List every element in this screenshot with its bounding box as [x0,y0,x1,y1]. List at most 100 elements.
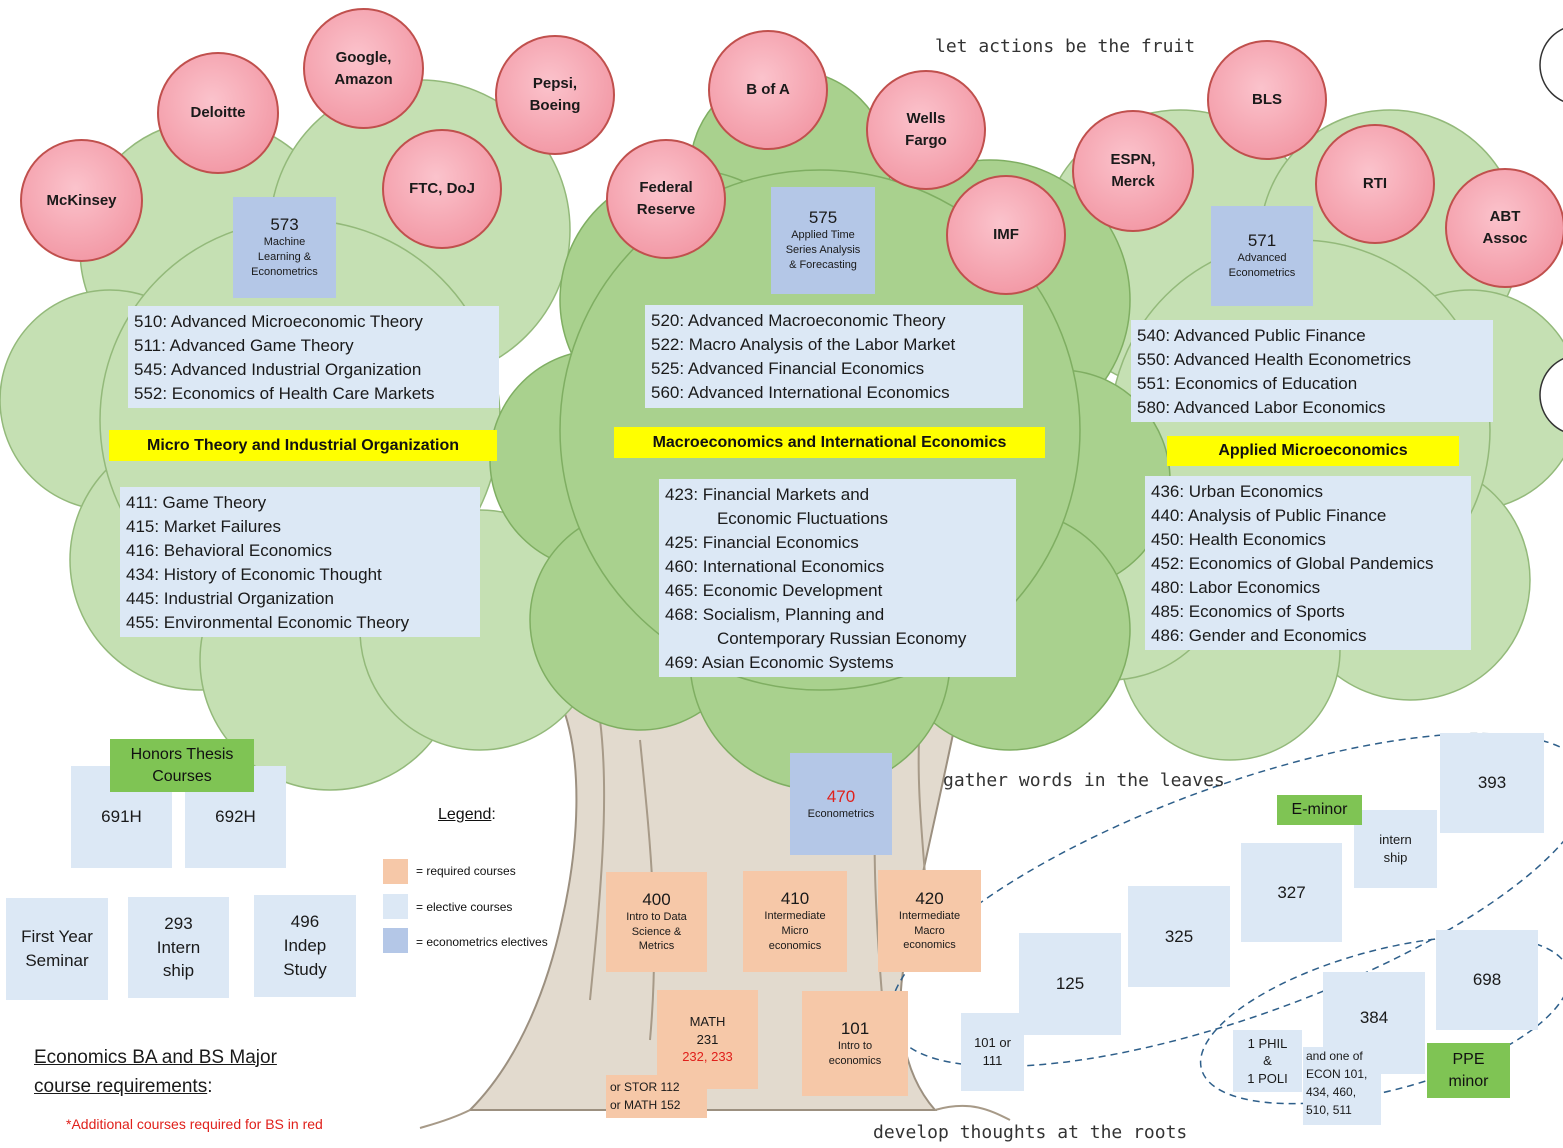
legend-colon: : [491,806,496,823]
tagline-middle: gather words in the leaves [943,770,1225,791]
course-393[interactable]: 393 [1440,733,1544,833]
course-item[interactable]: 520: Advanced Macroeconomic Theory [651,311,946,330]
course-item[interactable]: 580: Advanced Labor Economics [1137,398,1386,417]
course-item[interactable]: 551: Economics of Education [1137,374,1358,393]
course-item[interactable]: 510: Advanced Microeconomic Theory [134,312,423,331]
course-item[interactable]: 545: Advanced Industrial Organization [134,360,422,379]
fruit-employer: McKinsey [20,139,143,262]
course-item[interactable]: 452: Economics of Global Pandemics [1151,554,1434,573]
eminor-label: E-minor [1277,795,1362,825]
course-item[interactable]: 522: Macro Analysis of the Labor Market [651,335,956,354]
fruit-employer: IMF [946,175,1066,295]
course-470[interactable]: 470 Econometrics [790,753,892,855]
course-item[interactable]: 425: Financial Economics [665,533,859,552]
course-item[interactable]: 486: Gender and Economics [1151,626,1367,645]
ppe-phil-poli[interactable]: 1 PHIL & 1 POLI [1233,1030,1302,1092]
course-item[interactable]: 445: Industrial Organization [126,589,334,608]
course-title: Advanced Econometrics [1228,252,1296,279]
micro-grad-list: 510: Advanced Microeconomic Theory 511: … [128,306,499,408]
course-293[interactable]: 293 Intern ship [128,897,229,998]
course-698[interactable]: 698 [1436,930,1538,1030]
course-item[interactable]: 511: Advanced Game Theory [134,336,354,355]
course-item[interactable]: 468: Socialism, Planning and [665,605,885,624]
fruit-employer: Deloitte [157,52,279,174]
course-item[interactable]: 480: Labor Economics [1151,578,1321,597]
edge-circle [1539,357,1563,433]
course-number: 575 [808,208,838,228]
course-label: 325 [1164,926,1194,946]
course-item[interactable]: 411: Game Theory [126,493,267,512]
fruit-employer: RTI [1315,124,1435,244]
course-101-or-111[interactable]: 101 or 111 [961,1013,1024,1091]
course-item[interactable]: 415: Market Failures [126,517,281,536]
course-item[interactable]: 469: Asian Economic Systems [665,653,894,672]
course-item[interactable]: 465: Economic Development [665,581,883,600]
course-410[interactable]: 410 Intermediate Micro economics [743,871,847,972]
course-item[interactable]: 436: Urban Economics [1151,482,1323,501]
applied-header: Applied Microeconomics [1167,436,1459,466]
requirements-title-line2: course requirements [34,1076,208,1097]
course-384[interactable]: 384 [1323,972,1425,1074]
course-label: intern ship [1379,832,1412,865]
course-internship[interactable]: intern ship [1354,810,1437,888]
ppe-label: PPE minor [1427,1043,1510,1098]
course-325[interactable]: 325 [1128,886,1230,987]
course-title: Econometrics [807,807,875,820]
course-number: 101 [840,1018,870,1038]
course-item[interactable]: 550: Advanced Health Econometrics [1137,350,1412,369]
course-label: 393 [1477,773,1507,793]
course-item[interactable]: 540: Advanced Public Finance [1137,326,1366,345]
course-573[interactable]: 573 Machine Learning & Econometrics [233,197,336,298]
legend-swatch-required [383,859,408,884]
course-label: 125 [1055,974,1085,994]
legend: Legend: = required courses = elective co… [383,806,583,956]
fruit-employer: B of A [708,30,828,150]
course-101[interactable]: 101 Intro to economics [802,991,908,1096]
course-number: 692H [215,807,256,827]
legend-label-elective: = elective courses [416,900,513,914]
course-400[interactable]: 400 Intro to Data Science & Metrics [606,872,707,972]
course-first-year-seminar[interactable]: First Year Seminar [6,898,108,1000]
course-item[interactable]: 416: Behavioral Economics [126,541,333,560]
course-title: Applied Time Series Analysis & Forecasti… [785,229,861,271]
course-item[interactable]: Economic Fluctuations [665,509,888,528]
ppe-econ-note: and one of ECON 101, 434, 460, 510, 511 [1303,1047,1381,1125]
course-item[interactable]: 434: History of Economic Thought [126,565,382,584]
course-420[interactable]: 420 Intermediate Macro economics [878,870,981,972]
course-label: 496 Indep Study [283,912,327,979]
course-title: Machine Learning & Econometrics [251,236,318,278]
course-math[interactable]: MATH 231 232, 233 [657,990,758,1089]
course-item[interactable]: 440: Analysis of Public Finance [1151,506,1387,525]
math-alternatives[interactable]: or STOR 112 or MATH 152 [606,1075,707,1118]
course-item[interactable]: 560: Advanced International Economics [651,383,950,402]
course-575[interactable]: 575 Applied Time Series Analysis & Forec… [771,187,875,294]
course-item[interactable]: 485: Economics of Sports [1151,602,1345,621]
course-item[interactable]: 450: Health Economics [1151,530,1326,549]
course-item[interactable]: 423: Financial Markets and [665,485,870,504]
course-item[interactable]: 552: Economics of Health Care Markets [134,384,435,403]
micro-undergrad-list: 411: Game Theory 415: Market Failures 41… [120,487,480,637]
legend-swatch-elective [383,894,408,919]
legend-label-required: = required courses [416,864,516,878]
course-number: 571 [1247,231,1277,251]
math-number: 231 [696,1031,719,1047]
legend-title: Legend: [438,806,496,824]
math-label: MATH [689,1014,726,1030]
fruit-employer: BLS [1207,40,1327,160]
course-number: 410 [780,889,810,909]
course-125[interactable]: 125 [1019,933,1121,1035]
course-label: 293 Intern ship [156,913,201,981]
requirements-title-line2-row: course requirements: [34,1072,277,1101]
course-item[interactable]: 525: Advanced Financial Economics [651,359,925,378]
course-title: Intermediate Micro economics [764,910,826,952]
course-571[interactable]: 571 Advanced Econometrics [1211,206,1313,306]
course-item[interactable]: 460: International Economics [665,557,885,576]
legend-label-econometrics: = econometrics electives [416,935,548,949]
course-item[interactable]: Contemporary Russian Economy [665,629,967,648]
course-title: Intro to economics [828,1039,882,1067]
course-item[interactable]: 455: Environmental Economic Theory [126,613,410,632]
course-496[interactable]: 496 Indep Study [254,895,356,997]
edge-circle [1539,27,1563,103]
course-number: 420 [915,888,944,908]
course-327[interactable]: 327 [1241,843,1342,942]
